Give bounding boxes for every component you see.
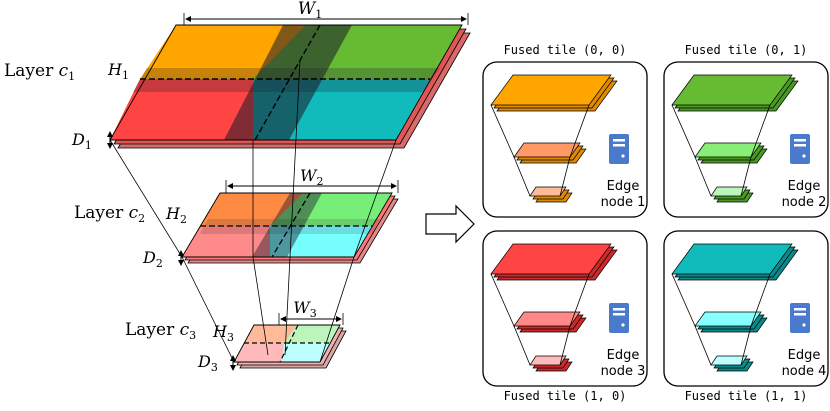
layer-3-label: Layer c3 bbox=[125, 320, 196, 342]
edge-node-label-line1: Edge bbox=[788, 348, 821, 363]
layer-1-quadrant-10 bbox=[110, 79, 253, 140]
layer-1-label: Layer c1 bbox=[4, 61, 75, 83]
layer-3-depth-label: D3 bbox=[197, 352, 218, 374]
layer-2-stack bbox=[181, 192, 399, 264]
transition-arrow bbox=[425, 204, 475, 244]
layer-1-depth-label: D1 bbox=[71, 130, 92, 152]
server-icon bbox=[609, 303, 629, 333]
tile-layer-2-slab bbox=[694, 142, 768, 164]
fused-tile-title: Fused tile (0, 0) bbox=[504, 43, 627, 57]
fused-tile-title: Fused tile (0, 1) bbox=[685, 43, 808, 57]
server-icon bbox=[790, 134, 810, 164]
layer-2-depth-label: D2 bbox=[142, 248, 163, 270]
layer-2-height-label: H2 bbox=[165, 204, 187, 226]
edge-node-label-line2: node 3 bbox=[601, 364, 646, 379]
edge-node-label-line1: Edge bbox=[607, 179, 640, 194]
tile-layer-1-slab bbox=[671, 74, 799, 112]
receptive-field-lines bbox=[109, 59, 397, 363]
fused-tile-title: Fused tile (1, 0) bbox=[504, 389, 627, 403]
tile-layer-3-slab bbox=[529, 186, 573, 203]
tile-layer-2-slab bbox=[513, 311, 587, 333]
tile-layer-1-slab bbox=[671, 243, 799, 281]
tile-connector-lines bbox=[671, 273, 771, 366]
layer-2-label: Layer c2 bbox=[74, 203, 145, 225]
layer-1-width-dimension: W1 bbox=[183, 0, 469, 25]
layer-3-width-dimension: W3 bbox=[278, 298, 344, 325]
edge-node-label-line2: node 4 bbox=[782, 364, 827, 379]
fused-tile-title: Fused tile (1, 1) bbox=[685, 389, 808, 403]
layer-1-depth-dimension: D1 bbox=[71, 130, 113, 152]
layer-3-width-label: W3 bbox=[293, 298, 316, 320]
tile-layer-1-slab bbox=[490, 74, 618, 112]
layer-2-width-dimension: W2 bbox=[225, 166, 399, 193]
tile-layer-2-slab bbox=[513, 142, 587, 164]
layer-1-height-label: H1 bbox=[107, 60, 129, 82]
tile-layer-1-slab bbox=[490, 243, 618, 281]
tile-connector-lines bbox=[490, 273, 590, 366]
layer-3-height-label: H3 bbox=[212, 322, 234, 344]
layer-2-depth-dimension: D2 bbox=[142, 248, 184, 270]
tile-connector-lines bbox=[490, 104, 590, 197]
server-icon bbox=[609, 134, 629, 164]
tile-layer-3-slab bbox=[529, 355, 573, 372]
layer-1-width-label: W1 bbox=[298, 0, 322, 21]
layer-2-width-label: W2 bbox=[300, 166, 323, 188]
server-icon bbox=[790, 303, 810, 333]
layer-3-stack bbox=[233, 324, 347, 369]
layer-3-depth-dimension: D3 bbox=[197, 352, 236, 374]
tile-connector-lines bbox=[671, 104, 771, 197]
tile-layer-3-slab bbox=[710, 186, 754, 203]
edge-node-label-line1: Edge bbox=[607, 348, 640, 363]
edge-node-label-line2: node 1 bbox=[601, 195, 646, 210]
edge-node-label-line2: node 2 bbox=[782, 195, 827, 210]
layer-1-stack bbox=[109, 24, 471, 149]
edge-node-label-line1: Edge bbox=[788, 179, 821, 194]
tile-layer-2-slab bbox=[694, 311, 768, 333]
tile-layer-3-slab bbox=[710, 355, 754, 372]
